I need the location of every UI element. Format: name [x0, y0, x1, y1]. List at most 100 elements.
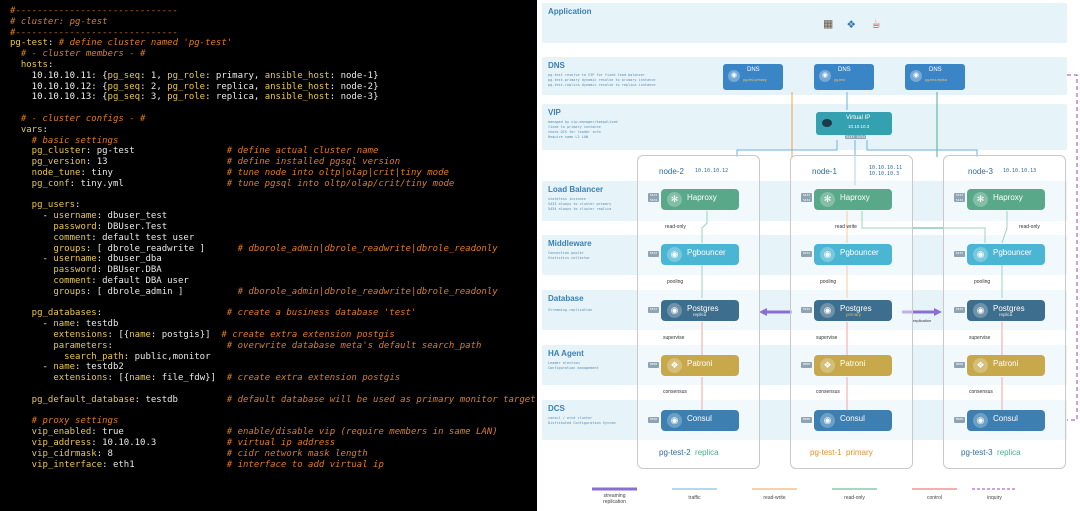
layer-desc-ha-agent: Leader election Configuration management	[548, 361, 599, 370]
dns-resolve: pg-test-primary	[743, 78, 767, 82]
code-line: #------------------------------	[10, 6, 178, 16]
code-line: vip_interface: eth1 # interface to add v…	[10, 460, 384, 470]
code-token: :	[96, 308, 227, 319]
code-token: pg_conf	[10, 178, 70, 189]
postgres-icon: ◉	[667, 303, 682, 318]
elephant-icon: ◉	[667, 247, 682, 262]
port-postgres-node-1: 5432	[801, 307, 812, 313]
node-title-node-2: node-2	[659, 167, 684, 176]
python-icon: ❖	[667, 358, 682, 373]
code-token: : tiny.yml	[69, 178, 227, 189]
virtual-ip-box: Virtual IP 10.10.10.3	[816, 112, 892, 135]
code-token: : {	[91, 92, 108, 103]
code-line: - username: dbuser_test	[10, 211, 168, 222]
layer-title-load-balancer: Load Balancer	[548, 185, 604, 194]
code-line: comment: default DBA user	[10, 276, 189, 286]
code-line: vip_address: 10.10.10.3 # virtual ip add…	[10, 438, 335, 448]
node-title-node-3: node-3	[968, 167, 993, 176]
code-token: : postgis}]	[150, 330, 222, 340]
vip-ports: 5433 5434	[845, 135, 866, 139]
code-line: pg_conf: tiny.yml # tune pgsql into oltp…	[10, 178, 455, 189]
layer-application: Application ▦ ❖ ☕	[542, 3, 1067, 43]
code-line: pg_databases: # create a business databa…	[10, 308, 417, 319]
code-token: : [ dbrole_readwrite ]	[85, 243, 238, 254]
conn-node-1-supervise: supervise	[816, 335, 838, 341]
code-token: vip_interface	[10, 459, 103, 470]
patroni-node-3: ❖Patroni	[967, 355, 1045, 376]
code-token: : 13	[85, 157, 227, 168]
dns-icon: ◉	[819, 70, 831, 82]
code-line: extensions: [{name: postgis}] # create e…	[10, 330, 394, 340]
code-token: : {	[91, 70, 108, 81]
elephant-icon: ◉	[973, 247, 988, 262]
code-token: # dborole_admin|dbrole_readwrite|dbrole_…	[237, 243, 498, 254]
code-token: : eth1	[102, 459, 227, 470]
code-token: -	[10, 211, 54, 222]
haproxy-icon: ✻	[973, 192, 988, 207]
code-line: - username: dbuser_dba	[10, 254, 162, 264]
code-token: : true	[91, 427, 227, 438]
port-patroni-node-3: 8008	[954, 362, 965, 368]
code-token: : node-2}	[329, 81, 379, 92]
code-line: hosts:	[10, 60, 54, 70]
dns-resolve: pg-test-replica	[925, 78, 948, 82]
conn-node-1-consensus: consensus	[816, 389, 840, 395]
layer-title-database: Database	[548, 294, 584, 303]
code-line: password: DBUser.DBA	[10, 265, 161, 275]
code-token: # - cluster members - #	[10, 49, 146, 60]
haproxy-icon: ✻	[820, 192, 835, 207]
code-token: pg_default_database	[10, 394, 135, 405]
code-token: : default DBA user	[91, 276, 189, 286]
code-token: : tiny	[80, 168, 227, 178]
consul-node-3: ◉Consul	[967, 410, 1045, 431]
code-token: # cidr network mask length	[226, 448, 368, 459]
code-line: node_tune: tiny # tune node into oltp|ol…	[10, 168, 449, 178]
code-token: ansible_host	[264, 92, 330, 103]
code-token: : [{	[107, 330, 130, 340]
code-token: -	[10, 319, 54, 330]
port-consul-node-1: 8500	[801, 417, 812, 423]
legend-control: control	[926, 495, 942, 501]
dns-resolve: pg-test	[834, 78, 845, 82]
haproxy-node-3: ✻Haproxy	[967, 189, 1045, 210]
port-pgbouncer-node-3: 6432	[954, 251, 965, 257]
arrow-vip-node3	[866, 140, 978, 157]
legend-streaming-replication: streaming replication	[603, 493, 626, 505]
layer-title-dcs: DCS	[548, 404, 565, 413]
code-token: # create extra extension postgis	[226, 373, 401, 384]
code-token: name	[53, 319, 76, 330]
code-token: # tune node into oltp|olap|crit|tiny mod…	[226, 168, 449, 178]
cluster-label-node-3: pg-test-3 replica	[961, 448, 1021, 457]
consul-icon: ◉	[973, 413, 988, 428]
code-token: : DBUser.Test	[96, 222, 168, 232]
code-token: : {	[91, 81, 108, 92]
elephant-icon: ◉	[820, 247, 835, 262]
code-line: vip_enabled: true # enable/disable vip (…	[10, 427, 498, 437]
code-token: name	[53, 362, 76, 373]
conn-node-1-lb: read write	[835, 224, 857, 230]
code-token: pg_role	[167, 81, 206, 92]
conn-node-2-lb: read-only	[665, 224, 686, 230]
code-token: : [ dbrole_admin ]	[85, 286, 238, 297]
architecture-diagram: Application ▦ ❖ ☕ DNS pg-test resolve to…	[537, 0, 1080, 511]
layer-desc-dcs: consul / etcd cluster Distributed Config…	[548, 416, 616, 425]
code-line: - name: testdb2	[10, 362, 124, 372]
code-line: 10.10.10.11: {pg_seq: 1, pg_role: primar…	[10, 71, 379, 81]
code-line: parameters: # overwrite database meta's …	[10, 341, 481, 351]
port-postgres-node-2: 5432	[648, 307, 659, 313]
code-line: 10.10.10.13: {pg_seq: 3, pg_role: replic…	[10, 92, 379, 102]
code-token: password	[10, 222, 97, 232]
dns-box-replica: ◉ DNS pg-test-replica	[905, 64, 965, 90]
legend-read-write: read-write	[763, 495, 786, 501]
code-token: extensions	[10, 373, 108, 384]
code-token: : [{	[107, 373, 130, 384]
code-line: # - cluster configs - #	[10, 114, 146, 124]
port-haproxy-node-2: 5433 5434	[648, 193, 659, 202]
layer-title-ha-agent: HA Agent	[548, 349, 584, 358]
vip-icon	[822, 119, 832, 127]
code-token: groups	[10, 286, 86, 297]
code-token: name	[129, 330, 151, 340]
layer-title-dns: DNS	[548, 61, 565, 70]
